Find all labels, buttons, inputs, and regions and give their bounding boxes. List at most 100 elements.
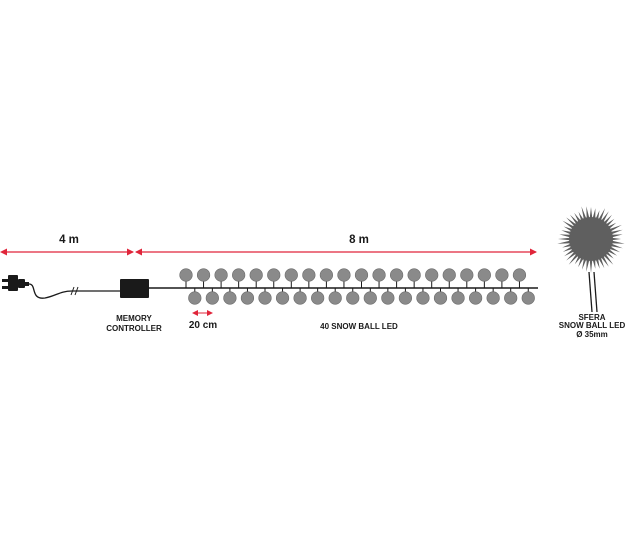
led-bulb-circle xyxy=(205,291,219,305)
led-bulb xyxy=(267,268,281,288)
controller-label-line1: MEMORY xyxy=(116,314,152,323)
feed-cable xyxy=(28,283,120,299)
led-bulb xyxy=(328,288,342,305)
led-bulb xyxy=(381,288,395,305)
led-bulb-circle xyxy=(477,268,491,282)
snowball-detail: SFERA SNOW BALL LED Ø 35mm xyxy=(557,206,625,339)
led-string-label: 40 SNOW BALL LED xyxy=(320,322,398,331)
dimension-4m-label: 4 m xyxy=(59,234,79,246)
led-bulb-circle xyxy=(381,291,395,305)
led-bulb-circle xyxy=(398,291,413,305)
led-bulb-circle xyxy=(284,268,298,282)
led-bulb-circle xyxy=(275,291,290,305)
led-bulb xyxy=(196,268,211,288)
led-bulb xyxy=(469,288,483,305)
led-bulb-circle xyxy=(302,268,316,282)
led-bulb xyxy=(433,288,448,305)
led-bulb-circle xyxy=(416,291,430,305)
led-bulb xyxy=(416,288,430,305)
led-bulb xyxy=(319,268,334,288)
led-bulb-circle xyxy=(425,268,439,282)
led-bulb-circle xyxy=(372,268,386,282)
led-bulb-circle xyxy=(442,268,456,282)
led-bulb-circle xyxy=(311,291,325,305)
led-bulb xyxy=(205,288,219,305)
led-bulb-circle xyxy=(451,291,465,305)
dimension-8m: 8 m xyxy=(135,234,537,256)
led-bulb-circle xyxy=(460,268,474,282)
led-bulb xyxy=(372,268,386,288)
led-bulb-circle xyxy=(433,291,448,305)
dimension-8m-arrow-right xyxy=(530,248,537,256)
snowball-label-line2: SNOW BALL LED xyxy=(559,321,626,330)
led-bulb xyxy=(504,288,518,305)
led-bulb xyxy=(477,268,491,288)
led-bulb-circle xyxy=(486,291,500,305)
led-bulb-circle xyxy=(469,291,483,305)
led-bulb xyxy=(442,268,456,288)
led-bulb xyxy=(346,288,360,305)
led-bulb-circle xyxy=(354,268,369,282)
led-bulb-circle xyxy=(346,291,360,305)
led-bulb-circle xyxy=(328,291,342,305)
led-bulb-circle xyxy=(495,268,509,282)
led-bulb xyxy=(407,268,421,288)
snowball-label-line3: Ø 35mm xyxy=(576,330,608,339)
led-bulb xyxy=(249,268,263,288)
controller-box-icon xyxy=(120,279,149,298)
led-bulb xyxy=(293,288,307,305)
led-bulb xyxy=(258,288,272,305)
led-bulb-circle xyxy=(363,291,377,305)
led-bulb xyxy=(451,288,465,305)
led-bulb xyxy=(512,268,527,288)
spacing-arrow-left xyxy=(192,310,198,316)
led-bulb-circle xyxy=(293,291,307,305)
led-bulb-circle xyxy=(407,268,421,282)
led-bulb xyxy=(275,288,290,305)
led-bulb-circle xyxy=(258,291,272,305)
led-bulb xyxy=(495,268,509,288)
led-bulb xyxy=(240,288,255,305)
led-bulb xyxy=(179,268,193,288)
spacing-arrow-right xyxy=(207,310,213,316)
led-bulb xyxy=(486,288,500,305)
spacing-label: 20 cm xyxy=(189,320,217,331)
snowball-wire-left xyxy=(588,271,593,313)
led-bulb xyxy=(425,268,439,288)
led-bulb-circle xyxy=(337,268,351,282)
dimension-8m-arrow-left xyxy=(135,248,142,256)
led-bulb-circle xyxy=(179,268,193,282)
led-bulb-circle xyxy=(188,291,202,305)
led-bulb-circle xyxy=(240,291,255,305)
cable-break-mark xyxy=(70,286,79,296)
led-bulb-circle xyxy=(232,268,246,282)
dimension-4m-arrow-right xyxy=(127,248,134,256)
led-bulb xyxy=(390,268,404,288)
led-bulb-circle xyxy=(196,268,211,282)
led-bulb xyxy=(398,288,413,305)
led-bulb-circle xyxy=(223,291,237,305)
led-bulb xyxy=(337,268,351,288)
led-bulb-circle xyxy=(267,268,281,282)
snowball-core xyxy=(569,217,613,261)
led-bulb xyxy=(521,288,535,305)
led-bulb-circle xyxy=(512,268,527,282)
led-bulb xyxy=(311,288,325,305)
spacing-dimension: 20 cm xyxy=(189,310,217,331)
controller-label-line2: CONTROLLER xyxy=(106,324,162,333)
dimension-8m-label: 8 m xyxy=(349,234,369,246)
led-bulb-circle xyxy=(504,291,518,305)
led-bulb xyxy=(354,268,369,288)
snowball-led-icon xyxy=(557,206,625,273)
snowball-label-line1: SFERA xyxy=(578,313,605,322)
led-bulb xyxy=(302,268,316,288)
power-plug-icon xyxy=(2,275,29,291)
led-bulb xyxy=(232,268,246,288)
led-bulb-circle xyxy=(214,268,228,282)
led-bulb xyxy=(223,288,237,305)
snowball-wire-right xyxy=(593,271,598,313)
led-bulb-circle xyxy=(390,268,404,282)
led-bulb xyxy=(363,288,377,305)
dimension-4m-arrow-left xyxy=(0,248,7,256)
